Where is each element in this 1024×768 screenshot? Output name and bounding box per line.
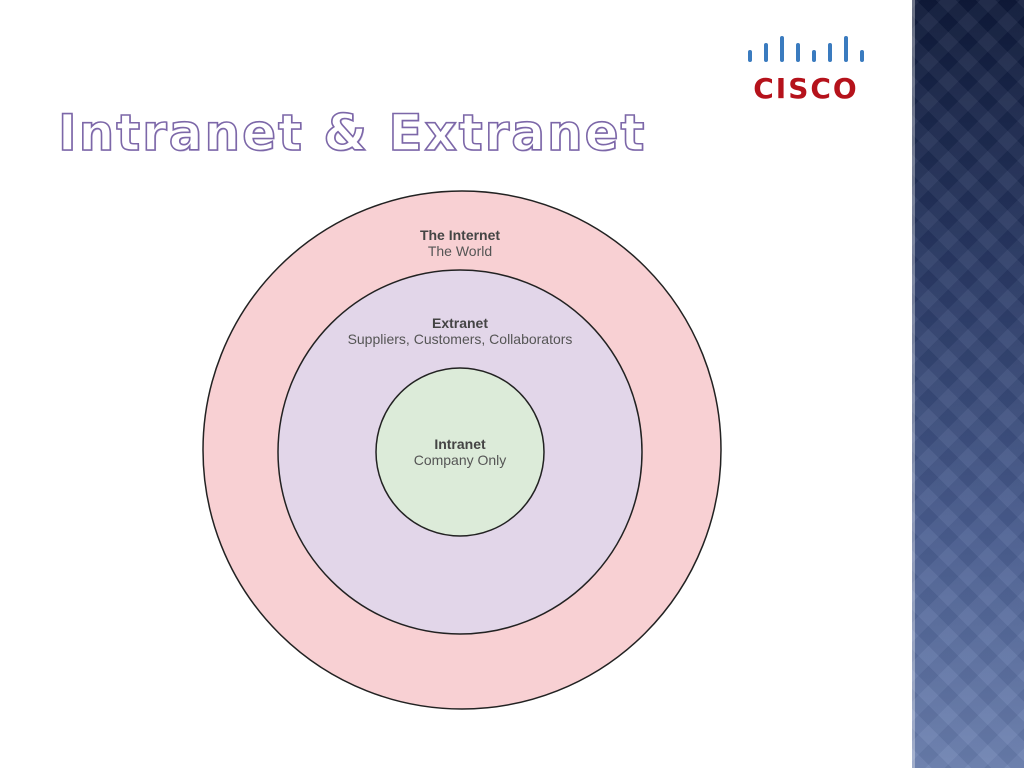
- decorative-side-panel: [912, 0, 1024, 768]
- intranet-heading: Intranet: [434, 436, 486, 452]
- cisco-bars-icon: [748, 36, 864, 62]
- extranet-subtitle: Suppliers, Customers, Collaborators: [347, 331, 573, 347]
- page-title: Intranet & Extranet: [57, 103, 647, 163]
- intranet-ring: [375, 367, 545, 537]
- cisco-logo: CISCO: [748, 36, 864, 104]
- cisco-wordmark: CISCO: [753, 72, 858, 104]
- extranet-heading: Extranet: [431, 315, 489, 331]
- extranet-label: Extranet Suppliers, Customers, Collabora…: [310, 315, 610, 347]
- internet-label: The Internet The World: [310, 227, 610, 259]
- intranet-label: Intranet Company Only: [310, 436, 610, 468]
- concentric-network-diagram: [202, 190, 722, 710]
- intranet-subtitle: Company Only: [413, 452, 507, 468]
- internet-heading: The Internet: [419, 227, 501, 243]
- internet-subtitle: The World: [427, 243, 493, 259]
